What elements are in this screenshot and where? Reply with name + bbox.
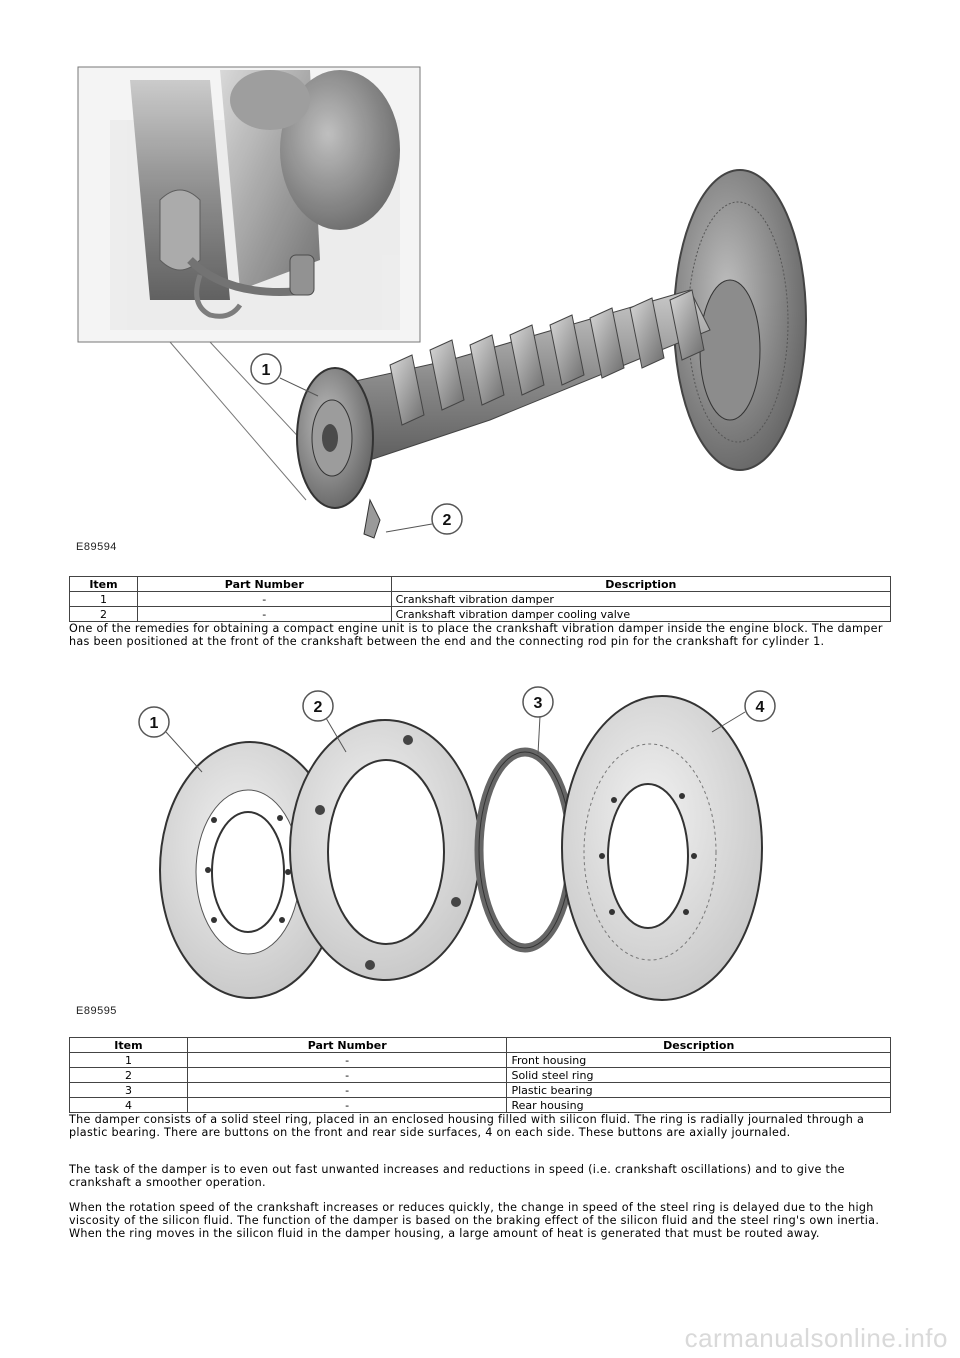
callout-2: 2 xyxy=(443,512,452,529)
table-row: 3 - Plastic bearing xyxy=(69,1082,891,1098)
header-part-number: Part Number xyxy=(186,1037,508,1053)
table-row: 1 - Crankshaft vibration damper xyxy=(69,591,892,607)
table-header-row: Item Part Number Description xyxy=(69,576,892,592)
crankshaft-illustration: 1 2 xyxy=(70,60,830,560)
paragraph-damper-function: When the rotation speed of the crankshaf… xyxy=(69,1201,880,1240)
footer-watermark: carmanualsonline.info xyxy=(684,1323,948,1353)
header-item: Item xyxy=(69,576,138,592)
callout-1: 1 xyxy=(262,362,271,379)
callout-3: 3 xyxy=(534,695,543,712)
cell-part-number: - xyxy=(136,591,392,607)
table-row: 2 - Solid steel ring xyxy=(69,1067,891,1083)
cell-item: 2 xyxy=(69,1067,188,1083)
cell-item: 3 xyxy=(69,1082,188,1098)
figure-code: E89594 xyxy=(76,541,117,553)
paragraph-damper-location: One of the remedies for obtaining a comp… xyxy=(69,622,883,648)
cell-item: 2 xyxy=(69,606,138,622)
callout-1: 1 xyxy=(150,715,159,732)
callout-2: 2 xyxy=(314,699,323,716)
cell-description: Front housing xyxy=(506,1052,891,1068)
cell-description: Rear housing xyxy=(506,1097,891,1113)
cell-part-number: - xyxy=(186,1082,508,1098)
header-item: Item xyxy=(69,1037,188,1053)
header-description: Description xyxy=(506,1037,891,1053)
cell-part-number: - xyxy=(136,606,392,622)
cell-part-number: - xyxy=(186,1067,508,1083)
header-description: Description xyxy=(390,576,892,592)
cell-part-number: - xyxy=(186,1052,508,1068)
cell-part-number: - xyxy=(186,1097,508,1113)
parts-table-1: Item Part Number Description 1 - Cranksh… xyxy=(69,576,892,622)
callout-4: 4 xyxy=(756,699,765,716)
damper-exploded-illustration: 1 2 3 4 xyxy=(130,680,790,1010)
table-header-row: Item Part Number Description xyxy=(69,1037,891,1053)
parts-table-2: Item Part Number Description 1 - Front h… xyxy=(69,1037,891,1113)
header-part-number: Part Number xyxy=(136,576,392,592)
cell-description: Plastic bearing xyxy=(506,1082,891,1098)
cell-description: Solid steel ring xyxy=(506,1067,891,1083)
cell-item: 4 xyxy=(69,1097,188,1113)
table-row: 4 - Rear housing xyxy=(69,1097,891,1113)
cell-item: 1 xyxy=(69,1052,188,1068)
table-row: 1 - Front housing xyxy=(69,1052,891,1068)
cell-item: 1 xyxy=(69,591,138,607)
figure-code: E89595 xyxy=(76,1005,117,1017)
paragraph-damper-task: The task of the damper is to even out fa… xyxy=(69,1163,845,1189)
cell-description: Crankshaft vibration damper xyxy=(390,591,892,607)
paragraph-damper-construction: The damper consists of a solid steel rin… xyxy=(69,1113,865,1139)
cell-description: Crankshaft vibration damper cooling valv… xyxy=(390,606,892,622)
table-row: 2 - Crankshaft vibration damper cooling … xyxy=(69,606,892,622)
